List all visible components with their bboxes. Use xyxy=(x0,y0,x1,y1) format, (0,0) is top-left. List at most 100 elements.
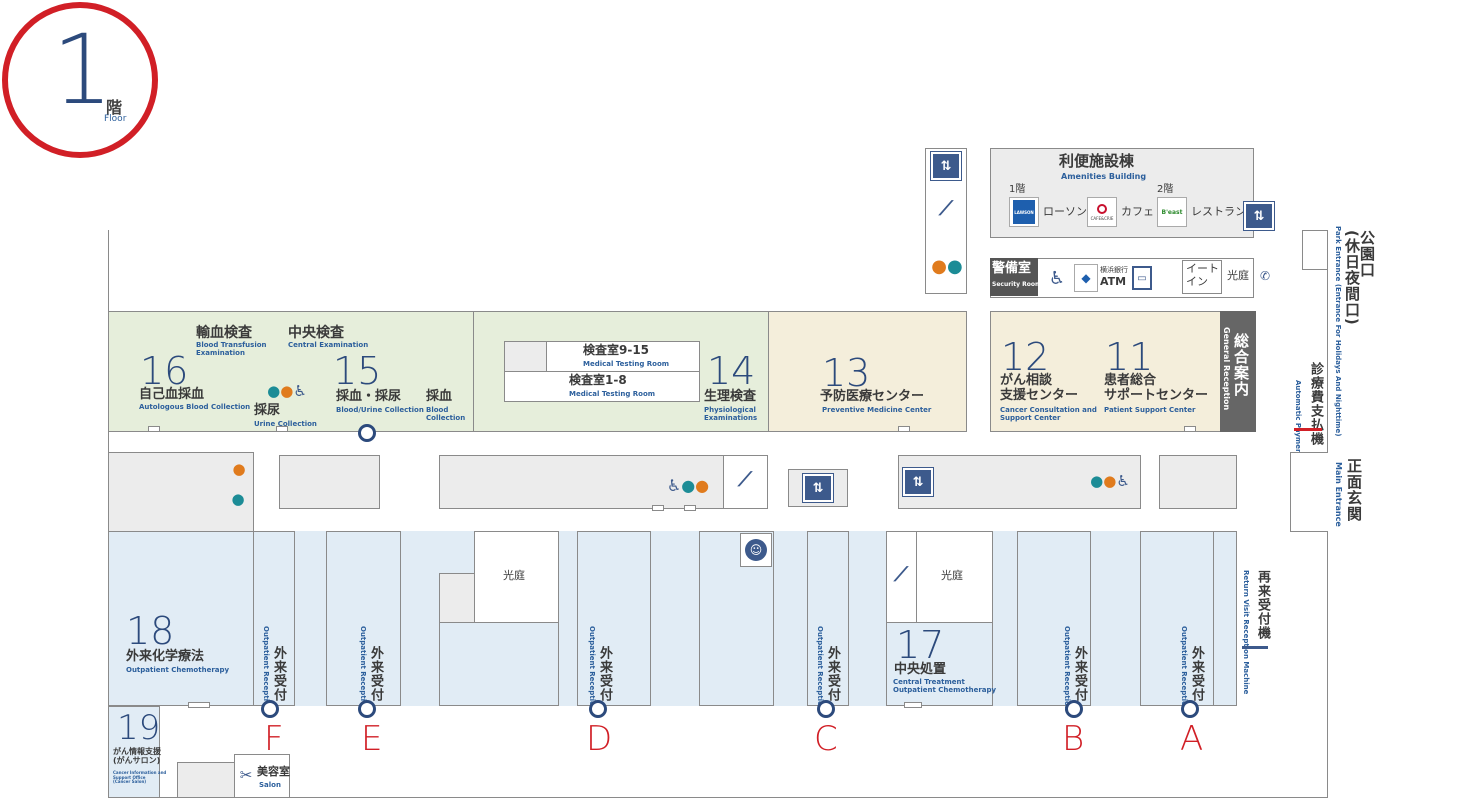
nursing-room-icon-mark: ☺ xyxy=(745,539,767,561)
escalator-icon: ⟋ xyxy=(738,467,752,491)
left-service-block xyxy=(108,452,254,532)
bank-logo-icon: ◆ xyxy=(1074,264,1098,292)
restroom-icon: ●●♿ xyxy=(267,382,307,400)
park-entrance-frame xyxy=(1302,230,1328,270)
entrance-a-letter: A xyxy=(1180,719,1204,759)
reception-a-counter xyxy=(1181,700,1199,718)
service-block-2 xyxy=(279,455,380,509)
room-12-11 xyxy=(990,311,1222,432)
room-13 xyxy=(768,311,967,432)
room-12-label-en: Cancer Consultation and Support Center xyxy=(1000,406,1097,423)
payment-label-en: Automatic Payment Machine xyxy=(1294,380,1302,493)
elevator-icon: ⇅ xyxy=(930,151,962,181)
room-13-label-en: Preventive Medicine Center xyxy=(822,406,932,414)
reception-c-label-en: Outpatient Reception xyxy=(816,626,824,711)
room-17-label: 中央処置 xyxy=(894,662,947,677)
entrance-b-letter: B xyxy=(1062,719,1085,759)
door-marker xyxy=(148,426,160,432)
room-14-number: 14 xyxy=(707,349,756,393)
test-room-1-8-label-en: Medical Testing Room xyxy=(569,390,656,398)
eatin-area: イート イン xyxy=(1182,260,1222,294)
room-19-label-en: Cancer Information and Support Office (C… xyxy=(113,770,167,785)
reception-f-counter xyxy=(261,700,279,718)
reception-a-label: 外来受付 xyxy=(1189,646,1204,702)
reception-e-label-en: Outpatient Reception xyxy=(359,626,367,711)
reception-b-label-en: Outpatient Reception xyxy=(1063,626,1071,711)
reception-b-label: 外来受付 xyxy=(1072,646,1087,702)
elevator-icon: ⇅ xyxy=(902,467,934,497)
room-17-label-en: Central Treatment Outpatient Chemotherap… xyxy=(893,678,997,695)
salon-label-en: Salon xyxy=(259,781,281,789)
cafe-logo-mark xyxy=(1097,203,1107,214)
reception-d-label-en: Outpatient Reception xyxy=(588,626,596,711)
escalator-icon: ⟋ xyxy=(931,194,961,222)
park-entrance-label: 公園口 (休日夜間口) xyxy=(1343,230,1376,326)
nursing-room-icon: ☺ xyxy=(740,533,772,567)
room-19: 19 がん情報支援 (がんサロン) Cancer Information and… xyxy=(108,706,166,798)
elevator-icon: ⇅ xyxy=(802,473,834,503)
room-13-label: 予防医療センター xyxy=(820,389,925,404)
amenities-building: 利便施設棟 Amenities Building 1階 LAWSON ローソン … xyxy=(990,148,1254,238)
room-16-label: 自己血採血 xyxy=(139,387,205,402)
test-room-9-15-label-en: Medical Testing Room xyxy=(583,360,670,368)
reception-f-label-en: Outpatient Reception xyxy=(262,626,270,711)
courtyard-left-side xyxy=(439,573,476,623)
room-16-label-en: Autologous Blood Collection xyxy=(139,403,251,411)
reception-a-side xyxy=(1213,531,1237,706)
park-entrance-label-en: Park Entrance (Entrance For Holidays And… xyxy=(1334,226,1342,437)
entrance-c-letter: C xyxy=(814,719,838,759)
courtyard-right-label: 光庭 xyxy=(941,569,963,582)
security-room: 警備室 Security Room xyxy=(990,258,1042,296)
blood-label-en: Blood Collection xyxy=(426,406,466,423)
general-reception: 総合案内 General Reception xyxy=(1220,311,1256,432)
room-11-number: 11 xyxy=(1105,335,1154,379)
revisit-label: 再来受付機 xyxy=(1255,570,1270,640)
room-18-number: 18 xyxy=(126,609,175,653)
door-marker xyxy=(904,702,922,708)
general-reception-label-en: General Reception xyxy=(1222,327,1231,411)
room-16-number: 16 xyxy=(140,349,189,393)
cafe-logo-icon: CAFE&CRIE xyxy=(1087,197,1117,227)
service-block-5 xyxy=(898,455,1141,509)
revisit-label-en: Return Visit Reception Machine xyxy=(1242,570,1250,695)
entrance-d-letter: D xyxy=(586,719,613,759)
room-12-label: がん相談 支援センター xyxy=(1000,373,1079,403)
courtyard-right: 光庭 xyxy=(916,531,993,623)
room-17 xyxy=(886,622,993,706)
atm-machine-icon: ▭ xyxy=(1132,266,1152,290)
amenities-title-en: Amenities Building xyxy=(1061,172,1147,181)
reception-f xyxy=(253,531,295,706)
bottom-left-block xyxy=(177,762,235,798)
payment-label: 診療費支払機 xyxy=(1308,362,1323,446)
test-room-9-15-label: 検査室9-15 xyxy=(583,343,650,357)
room-15-label: 採血・採尿 xyxy=(336,389,402,404)
urine-label: 採尿 xyxy=(254,403,281,418)
reception-e-counter xyxy=(358,700,376,718)
entrance-e-letter: E xyxy=(361,719,383,759)
courtyard-left: 光庭 xyxy=(474,531,559,623)
revisit-machine-marker xyxy=(1242,646,1268,649)
elevator-icon: ⇅ xyxy=(1243,201,1275,231)
restroom-icon: ● xyxy=(232,460,246,478)
door-marker xyxy=(188,702,210,708)
courtyard-left-lower xyxy=(439,622,559,706)
service-block-6 xyxy=(1159,455,1237,509)
room-15-number: 15 xyxy=(333,349,382,393)
reception-c-counter xyxy=(817,700,835,718)
room-17-number: 17 xyxy=(896,623,945,667)
atm-label: ATM xyxy=(1100,275,1127,288)
central-exam-label: 中央検査 xyxy=(288,325,344,341)
eatin-label: イート イン xyxy=(1186,262,1219,288)
room-14-label: 生理検査 xyxy=(704,389,757,404)
room-19-label: がん情報支援 (がんサロン) xyxy=(113,747,161,766)
reception-d xyxy=(577,531,651,706)
room-19-number: 19 xyxy=(117,708,161,748)
security-label-en: Security Room xyxy=(992,281,1042,288)
amenities-floor1: 1階 xyxy=(1009,184,1026,195)
lawson-logo-icon: LAWSON xyxy=(1009,197,1039,227)
amenities-floor2: 2階 xyxy=(1157,184,1174,195)
test-room-1-8: 検査室1-8 Medical Testing Room xyxy=(504,371,700,402)
room-12-number: 12 xyxy=(1001,335,1050,379)
general-reception-label: 総合案内 xyxy=(1232,333,1250,397)
door-marker xyxy=(684,505,696,511)
